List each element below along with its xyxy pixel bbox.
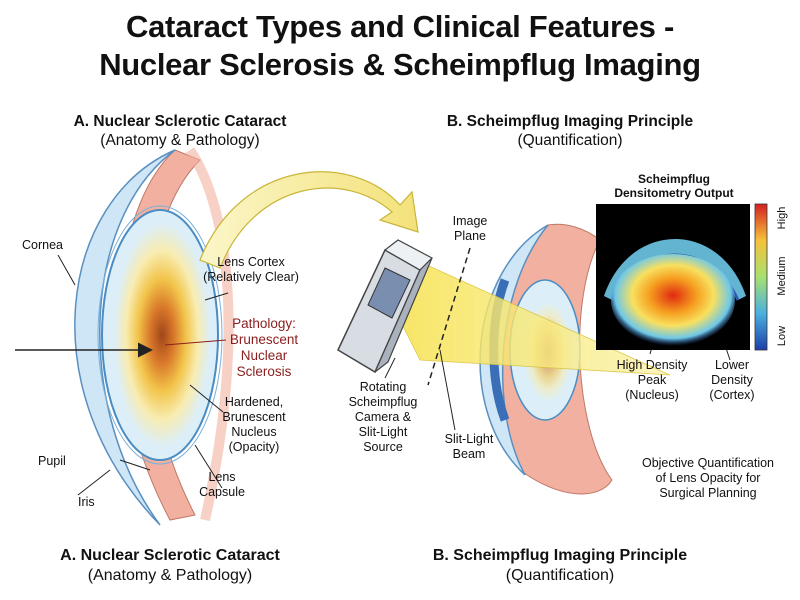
label-objective-line1: Objective Quantification — [641, 456, 774, 470]
footer-a-heading: A. Nuclear Sclerotic Cataract — [60, 547, 280, 564]
panel-b-subheading: (Quantification) — [517, 132, 623, 149]
label-camera-line1: Rotating — [359, 380, 407, 394]
eye-cross-section-a — [15, 147, 234, 526]
label-lens-cortex: Lens Cortex (Relatively Clear) — [198, 255, 304, 285]
label-high-density-line1: High Density — [616, 358, 688, 372]
label-camera-line4: Slit-Light — [358, 425, 408, 439]
label-pathology-line1: Pathology: — [232, 316, 296, 331]
label-hardened-line4: (Opacity) — [228, 440, 280, 454]
label-cornea: Cornea — [22, 238, 63, 252]
label-pupil: Pupil — [38, 454, 66, 468]
label-image-plane-line2: Plane — [454, 229, 486, 243]
densitometry-output — [596, 203, 768, 351]
label-hardened-line2: Brunescent — [222, 410, 286, 424]
page-title-line-1: Cataract Types and Clinical Features - — [126, 9, 674, 44]
densitometry-title: Scheimpflug Densitometry Output — [604, 172, 744, 200]
label-image-plane-line1: Image — [452, 214, 488, 228]
label-lower-density: Lower Density (Cortex) — [700, 358, 764, 403]
colorbar-label-medium: Medium — [776, 256, 788, 296]
label-high-density: High Density Peak (Nucleus) — [610, 358, 694, 403]
footer-a: A. Nuclear Sclerotic Cataract (Anatomy &… — [20, 546, 320, 586]
densitometry-title-line2: Densitometry Output — [614, 186, 734, 200]
label-iris: Iris — [78, 495, 95, 509]
label-lower-density-line2: Density — [711, 373, 753, 387]
image-plane-line — [427, 247, 471, 386]
label-hardened-line1: Hardened, — [224, 395, 284, 409]
transition-arrow — [199, 171, 419, 269]
panel-a-header: A. Nuclear Sclerotic Cataract (Anatomy &… — [40, 112, 320, 150]
label-lens-capsule: Lens Capsule — [190, 470, 254, 500]
colorbar-label-low: Low — [776, 325, 788, 347]
colorbar — [754, 203, 768, 351]
label-objective: Objective Quantification of Lens Opacity… — [626, 456, 790, 501]
densitometry-title-line1: Scheimpflug — [637, 172, 710, 186]
label-lens-cortex-line1: Lens Cortex — [217, 255, 285, 269]
label-capsule-line2: Capsule — [199, 485, 245, 499]
colorbar-label-high: High — [776, 206, 788, 230]
label-hardened-nucleus: Hardened, Brunescent Nucleus (Opacity) — [214, 395, 294, 455]
label-hardened-line3: Nucleus — [231, 425, 277, 439]
label-image-plane: Image Plane — [440, 214, 500, 244]
footer-b-heading: B. Scheimpflug Imaging Principle — [432, 547, 688, 564]
panel-a-subheading: (Anatomy & Pathology) — [100, 132, 260, 149]
footer-b-subheading: (Quantification) — [505, 567, 615, 584]
label-camera-line3: Camera & — [354, 410, 412, 424]
label-beam-line1: Slit-Light — [444, 432, 494, 446]
label-beam-line2: Beam — [452, 447, 486, 461]
label-high-density-line3: (Nucleus) — [625, 388, 679, 402]
label-pathology-line4: Sclerosis — [236, 364, 292, 379]
scheimpflug-camera — [337, 239, 433, 374]
page-title-line-2: Nuclear Sclerosis & Scheimpflug Imaging — [99, 47, 701, 82]
label-pathology: Pathology: Brunescent Nuclear Sclerosis — [226, 316, 302, 380]
label-slit-beam: Slit-Light Beam — [436, 432, 502, 462]
panel-b-heading: B. Scheimpflug Imaging Principle — [446, 113, 694, 130]
label-camera: Rotating Scheimpflug Camera & Slit-Light… — [340, 380, 426, 455]
label-lens-cortex-line2: (Relatively Clear) — [203, 270, 299, 284]
label-objective-line3: Surgical Planning — [659, 486, 757, 500]
leader-lines-a — [57, 254, 229, 496]
label-capsule-line1: Lens — [208, 470, 236, 484]
panel-b-header: B. Scheimpflug Imaging Principle (Quanti… — [420, 112, 720, 150]
label-high-density-line2: Peak — [637, 373, 667, 387]
label-camera-line5: Source — [363, 440, 403, 454]
label-camera-line2: Scheimpflug — [348, 395, 418, 409]
panel-a-heading: A. Nuclear Sclerotic Cataract — [73, 113, 287, 130]
footer-a-subheading: (Anatomy & Pathology) — [87, 567, 253, 584]
label-objective-line2: of Lens Opacity for — [655, 471, 761, 485]
label-pathology-line2: Brunescent — [229, 332, 299, 347]
label-lower-density-line1: Lower — [714, 358, 750, 372]
label-lower-density-line3: (Cortex) — [709, 388, 755, 402]
footer-b: B. Scheimpflug Imaging Principle (Quanti… — [400, 546, 720, 586]
label-pathology-line3: Nuclear — [240, 348, 288, 363]
